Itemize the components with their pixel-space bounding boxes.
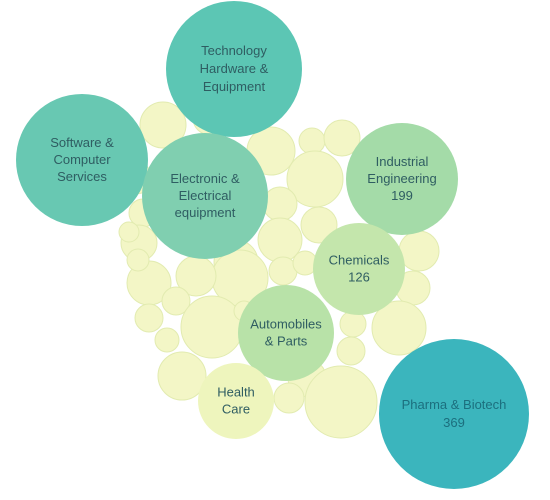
small-bubble: [398, 230, 440, 272]
bubble-name-label: Pharma & Biotech: [402, 397, 507, 412]
small-bubble: [262, 186, 298, 222]
small-bubble: [126, 248, 150, 272]
bubble-name-label: Electrical: [179, 188, 232, 203]
labeled-bubble: Chemicals 126: [313, 223, 405, 315]
bubble-name-label: & Parts: [265, 334, 308, 349]
bubble-name-label: Technology: [201, 43, 267, 58]
bubble-circle: [142, 133, 268, 259]
bubble-name-label: Hardware &: [200, 61, 269, 76]
bubble-name-label: Equipment: [203, 79, 266, 94]
bubble-name-label: Software &: [50, 135, 114, 150]
small-bubble: [336, 336, 366, 366]
bubble-circle: [16, 94, 148, 226]
small-bubble: [298, 127, 326, 155]
bubble-value-label: 126: [348, 270, 370, 285]
small-bubble: [157, 351, 207, 401]
bubble-name-label: Computer: [53, 152, 111, 167]
bubble-name-label: Care: [222, 402, 250, 417]
bubble-name-label: Industrial: [376, 154, 429, 169]
small-bubble: [154, 327, 180, 353]
bubble-circle: [238, 285, 334, 381]
bubble-name-label: Electronic &: [170, 171, 240, 186]
bubble-circle: [166, 1, 302, 137]
small-bubble: [180, 295, 244, 359]
bubble-name-label: Services: [57, 169, 107, 184]
small-bubble: [273, 382, 305, 414]
bubble-circle: [313, 223, 405, 315]
small-bubble: [161, 286, 191, 316]
small-bubble: [371, 300, 427, 356]
bubble-circle: [379, 339, 529, 489]
labeled-bubble: Pharma & Biotech 369: [379, 339, 529, 489]
small-bubble: [300, 206, 338, 244]
bubble-value-label: 369: [443, 415, 465, 430]
labeled-bubble: Electronic & Electrical equipment: [142, 133, 268, 259]
bubble-name-label: Health: [217, 385, 255, 400]
bubble-value-label: 199: [391, 188, 413, 203]
labeled-bubble: Automobiles & Parts: [238, 285, 334, 381]
small-bubble: [339, 310, 367, 338]
bubble-name-label: equipment: [175, 205, 236, 220]
small-bubble: [134, 303, 164, 333]
bubble-circle: [198, 363, 274, 439]
small-bubble: [118, 221, 140, 243]
bubble-name-label: Engineering: [367, 171, 436, 186]
bubble-name-label: Chemicals: [329, 253, 390, 268]
small-bubble: [304, 365, 378, 439]
bubble-circle: [346, 123, 458, 235]
small-bubble: [323, 119, 361, 157]
bubble-name-label: Automobiles: [250, 317, 322, 332]
small-bubble: [139, 101, 187, 149]
